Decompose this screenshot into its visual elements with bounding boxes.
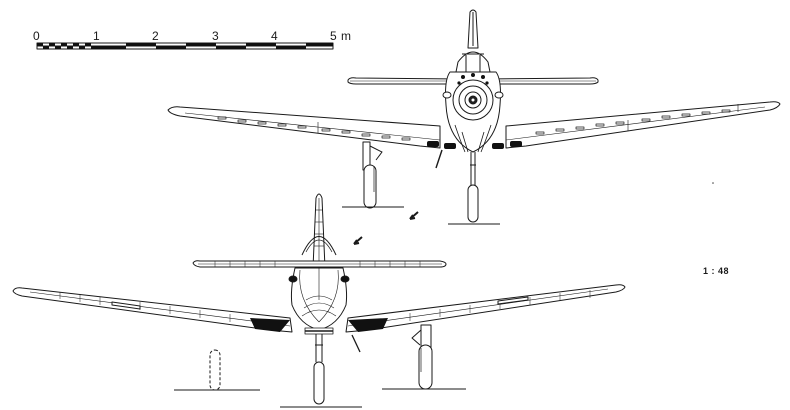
scale-tick-1: 1 <box>93 29 100 43</box>
aircraft-front-view-top <box>167 9 781 245</box>
scale-tick-2: 2 <box>152 29 159 43</box>
left-wing <box>12 287 293 333</box>
aircraft-rear-view-bottom <box>12 193 626 408</box>
left-aileron-hinge <box>111 301 141 310</box>
scale-unit: m <box>341 29 351 43</box>
canopy-frame <box>301 236 337 256</box>
right-wing-root-shading <box>348 318 388 332</box>
right-aileron-hinge <box>497 296 529 305</box>
arrow-marker <box>353 236 363 245</box>
arrow-marker <box>409 211 419 220</box>
left-main-gear <box>342 141 404 209</box>
retracted-gear-outline <box>174 349 260 391</box>
tail-wheel <box>280 334 362 408</box>
right-main-gear <box>382 324 466 390</box>
scale-tick-5: 5 <box>330 29 337 43</box>
left-wing-panel-marks <box>217 116 411 141</box>
scale-tick-3: 3 <box>212 29 219 43</box>
right-wing-panel-marks <box>535 109 731 135</box>
canopy <box>455 51 491 73</box>
horizontal-stabilizer <box>192 260 447 268</box>
right-wing <box>345 284 626 333</box>
engine-cowling <box>445 71 501 153</box>
scale-tick-4: 4 <box>271 29 278 43</box>
scale-ratio-label: 1 : 48 <box>703 266 730 276</box>
wing-root-radiators <box>427 141 522 149</box>
right-wing <box>505 101 781 149</box>
left-wing-root-shading <box>250 318 290 332</box>
scale-bar <box>36 42 334 50</box>
scale-tick-0: 0 <box>33 29 40 43</box>
exhaust-stubs <box>457 73 489 85</box>
spinner <box>452 79 494 121</box>
tail-wheel <box>448 152 500 225</box>
left-wing <box>167 106 441 149</box>
